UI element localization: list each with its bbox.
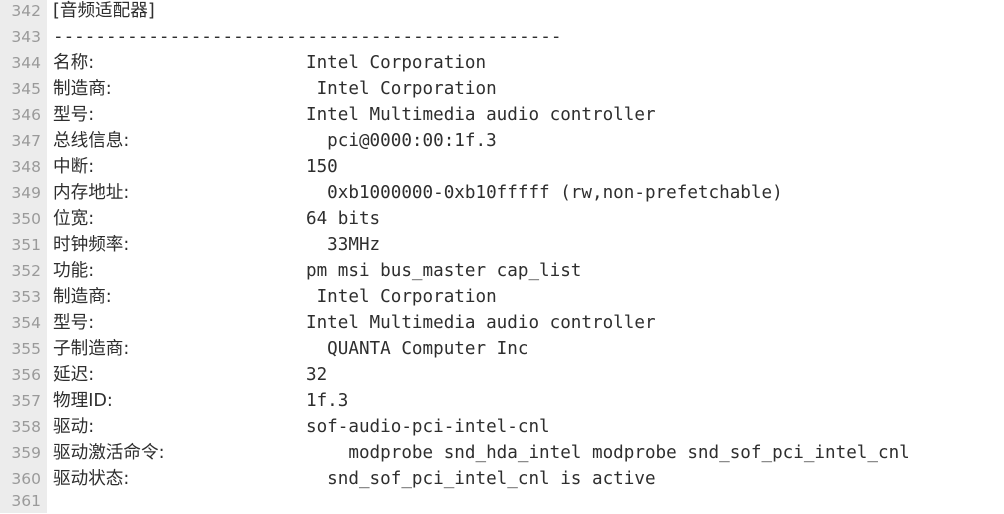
editor-line[interactable]: 351 时钟频率: 33MHz — [0, 232, 1004, 258]
line-number: 361 — [11, 492, 41, 510]
field-label: 驱动: — [53, 417, 95, 437]
editor-line[interactable]: 343 ------------------------------------… — [0, 24, 1004, 50]
line-number: 354 — [11, 314, 41, 332]
line-number: 353 — [11, 288, 41, 306]
line-number: 349 — [11, 184, 41, 202]
line-number: 342 — [11, 2, 41, 20]
field-label: 子制造商: — [53, 339, 130, 359]
line-number: 345 — [11, 80, 41, 98]
line-number: 343 — [11, 28, 41, 46]
field-label: 驱动激活命令: — [53, 443, 165, 463]
field-value: pci@0000:00:1f.3 — [306, 131, 497, 151]
field-value: snd_sof_pci_intel_cnl is active — [306, 469, 656, 489]
editor-line[interactable]: 344 名称: Intel Corporation — [0, 50, 1004, 76]
field-value: Intel Corporation — [306, 53, 487, 73]
editor-line[interactable]: 357 物理ID: 1f.3 — [0, 388, 1004, 414]
field-label: 驱动状态: — [53, 469, 130, 489]
line-number: 350 — [11, 210, 41, 228]
editor-line[interactable]: 345 制造商: Intel Corporation — [0, 76, 1004, 102]
line-number: 348 — [11, 158, 41, 176]
field-label: 延迟: — [53, 365, 95, 385]
line-number: 346 — [11, 106, 41, 124]
editor-line[interactable]: 353 制造商: Intel Corporation — [0, 284, 1004, 310]
field-value: 1f.3 — [306, 391, 349, 411]
field-value: Intel Corporation — [306, 79, 497, 99]
editor-line[interactable]: 349 内存地址: 0xb1000000-0xb10fffff (rw,non-… — [0, 180, 1004, 206]
line-number: 351 — [11, 236, 41, 254]
line-number: 358 — [11, 418, 41, 436]
field-value: Intel Multimedia audio controller — [306, 313, 656, 333]
field-value: 0xb1000000-0xb10fffff (rw,non-prefetchab… — [306, 183, 783, 203]
field-label: 位宽: — [53, 209, 95, 229]
field-label: 型号: — [53, 313, 95, 333]
field-label: 总线信息: — [53, 131, 130, 151]
line-number-gutter — [0, 0, 47, 513]
field-value: 33MHz — [306, 235, 381, 255]
line-number: 356 — [11, 366, 41, 384]
line-number: 347 — [11, 132, 41, 150]
field-label: 中断: — [53, 157, 95, 177]
editor-line[interactable]: 358 驱动: sof-audio-pci-intel-cnl — [0, 414, 1004, 440]
editor-line[interactable]: 360 驱动状态: snd_sof_pci_intel_cnl is activ… — [0, 466, 1004, 492]
line-number: 344 — [11, 54, 41, 72]
field-value: sof-audio-pci-intel-cnl — [306, 417, 550, 437]
field-value: QUANTA Computer Inc — [306, 339, 529, 359]
line-number: 357 — [11, 392, 41, 410]
field-label: 名称: — [53, 53, 95, 73]
editor-line[interactable]: 347 总线信息: pci@0000:00:1f.3 — [0, 128, 1004, 154]
field-label: 功能: — [53, 261, 95, 281]
line-text: ----------------------------------------… — [53, 27, 562, 47]
line-number: 360 — [11, 470, 41, 488]
field-value: modprobe snd_hda_intel modprobe snd_sof_… — [306, 443, 910, 463]
editor-line[interactable]: 361 — [0, 488, 1004, 513]
field-label: 型号: — [53, 105, 95, 125]
editor-line[interactable]: 355 子制造商: QUANTA Computer Inc — [0, 336, 1004, 362]
field-label: 内存地址: — [53, 183, 130, 203]
line-number: 359 — [11, 444, 41, 462]
field-value: 32 — [306, 365, 328, 385]
field-value: pm msi bus_master cap_list — [306, 261, 582, 281]
field-value: Intel Corporation — [306, 287, 497, 307]
field-label: 制造商: — [53, 287, 112, 307]
editor-line[interactable]: 348 中断: 150 — [0, 154, 1004, 180]
line-number: 352 — [11, 262, 41, 280]
field-label: 物理ID: — [53, 391, 113, 411]
editor-line[interactable]: 346 型号: Intel Multimedia audio controlle… — [0, 102, 1004, 128]
line-text: [音频适配器] — [53, 1, 155, 21]
editor-line[interactable]: 350 位宽: 64 bits — [0, 206, 1004, 232]
line-number: 355 — [11, 340, 41, 358]
editor-line[interactable]: 356 延迟: 32 — [0, 362, 1004, 388]
field-label: 时钟频率: — [53, 235, 130, 255]
editor-line[interactable]: 342 [音频适配器] — [0, 0, 1004, 24]
editor-line[interactable]: 354 型号: Intel Multimedia audio controlle… — [0, 310, 1004, 336]
editor-line[interactable]: 352 功能: pm msi bus_master cap_list — [0, 258, 1004, 284]
field-value: 64 bits — [306, 209, 381, 229]
field-value: Intel Multimedia audio controller — [306, 105, 656, 125]
field-label: 制造商: — [53, 79, 112, 99]
editor-line[interactable]: 359 驱动激活命令: modprobe snd_hda_intel modpr… — [0, 440, 1004, 466]
field-value: 150 — [306, 157, 338, 177]
